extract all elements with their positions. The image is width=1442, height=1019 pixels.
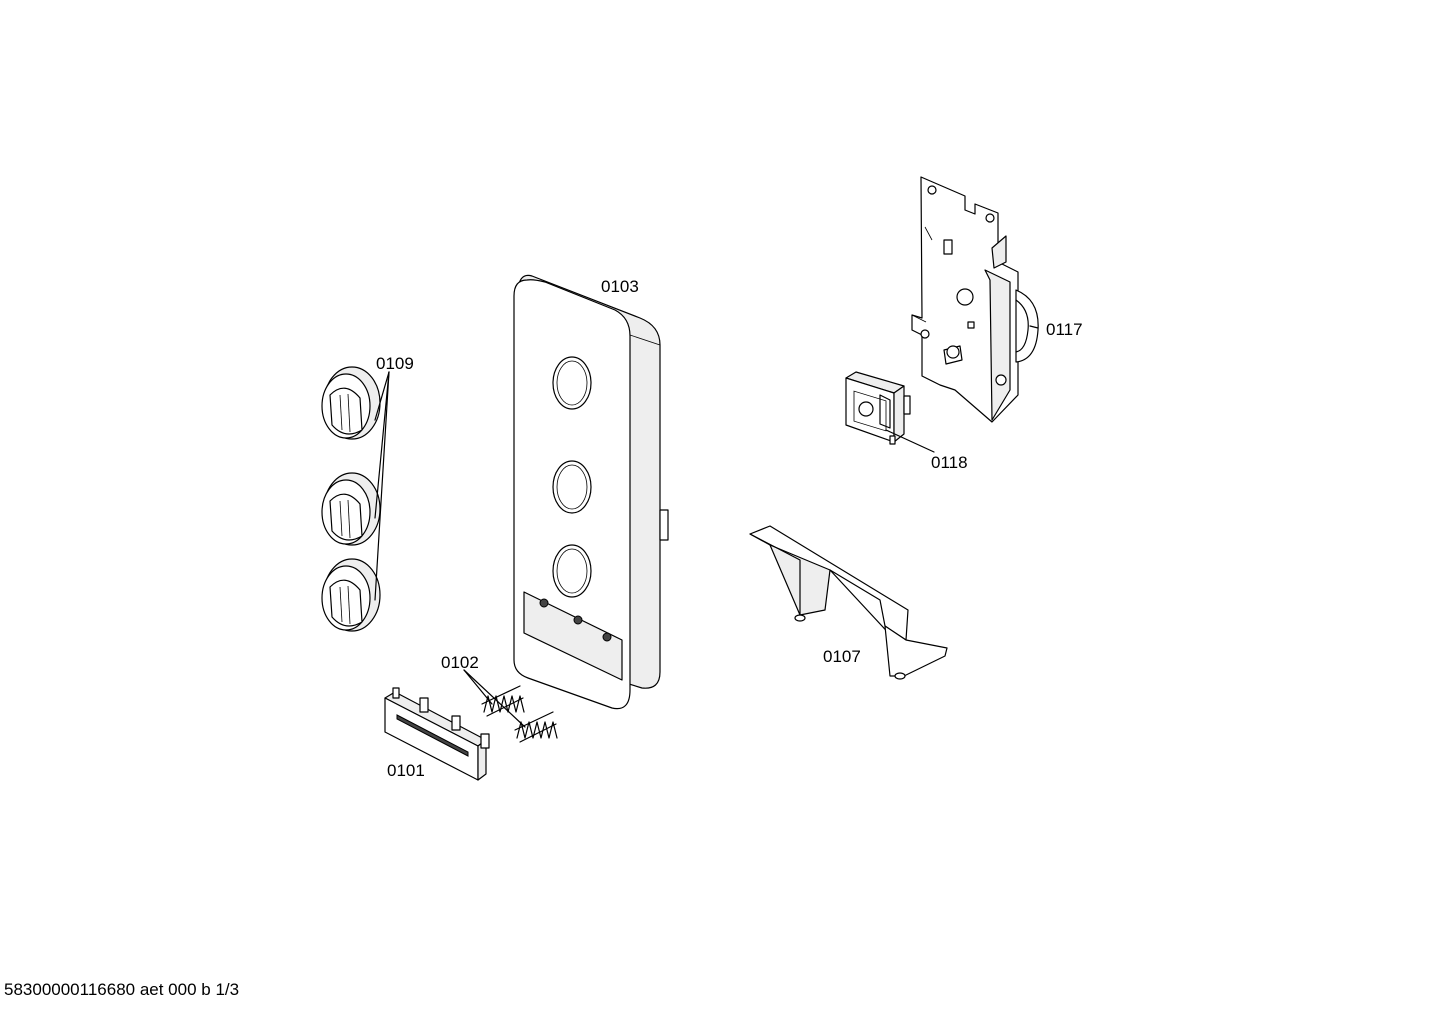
knob-middle xyxy=(321,472,381,546)
part-0109-knobs xyxy=(321,366,381,632)
leader-lines xyxy=(374,325,1039,728)
part-0118-switch-block xyxy=(845,371,911,445)
part-0117-switch-plate xyxy=(911,176,1039,423)
label-0101: 0101 xyxy=(387,761,425,780)
knob-top xyxy=(321,366,381,440)
part-0102-springs xyxy=(481,685,558,743)
label-0118: 0118 xyxy=(931,453,968,472)
knob-bottom xyxy=(321,558,381,632)
document-footer-id: 58300000116680 aet 000 b 1/3 xyxy=(4,980,240,999)
label-0102: 0102 xyxy=(441,653,479,672)
part-0103-control-panel xyxy=(513,274,669,710)
part-0107-bracket xyxy=(749,525,948,680)
label-0109: 0109 xyxy=(376,354,414,373)
label-0103: 0103 xyxy=(601,277,639,296)
spring-lower xyxy=(514,711,558,743)
label-0117: 0117 xyxy=(1046,320,1083,339)
spring-upper xyxy=(481,685,525,717)
part-0101-push-button-bar xyxy=(384,687,490,781)
label-0107: 0107 xyxy=(823,647,861,666)
